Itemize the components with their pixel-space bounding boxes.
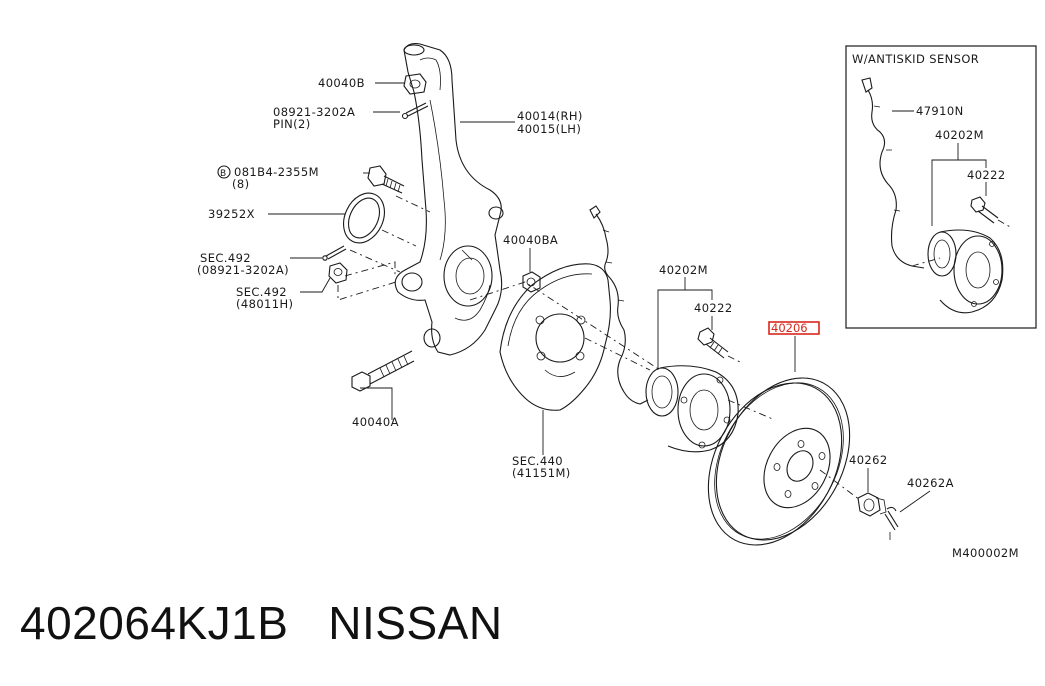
cotter-pin: [401, 102, 429, 120]
inset-label-40202m: 40202M: [935, 128, 984, 142]
label-08921-b: PIN(2): [273, 117, 311, 131]
assembly-centerlines: [337, 195, 861, 501]
bolt-type-circle-icon: [217, 165, 231, 179]
hub-bolt-40222: [697, 327, 729, 359]
cotter-pin-40262a: [884, 506, 899, 540]
bolt-40040a: [351, 350, 415, 392]
seal-ring-39252x: [343, 192, 385, 244]
label-08921-a: 08921-3202A: [273, 105, 355, 119]
label-40014: 40014(RH): [517, 109, 583, 123]
diagram-code: M400002M: [952, 546, 1019, 560]
label-40262: 40262: [849, 453, 888, 467]
label-081b4-b: (8): [232, 177, 250, 191]
antiskid-inset: W/ANTISKID SENSOR 47910N 40202M 40222: [845, 45, 1037, 329]
label-40040a: 40040A: [352, 415, 399, 429]
caption-part-number: 402064KJ1B: [20, 597, 289, 649]
brake-rotor: [707, 377, 851, 546]
dust-shield: [499, 263, 611, 411]
label-sec492b-a: SEC.492: [236, 285, 287, 299]
label-sec440-a: SEC.440: [512, 454, 563, 468]
abs-sensor-wire: [589, 205, 649, 405]
inset-label-47910n: 47910N: [916, 104, 964, 118]
label-081b4-circle: B: [220, 169, 227, 179]
nut-40040b: [403, 73, 427, 95]
highlight-box: [768, 321, 820, 335]
label-40202m: 40202M: [659, 263, 708, 277]
label-sec492a-a: SEC.492: [200, 251, 251, 265]
label-40222: 40222: [694, 301, 733, 315]
hub-assembly: [645, 365, 739, 453]
label-sec492a-b: (08921-3202A): [197, 263, 289, 277]
caption-brand: NISSAN: [328, 597, 503, 649]
label-081b4-a: 081B4-2355M: [234, 165, 319, 179]
steering-knuckle: [394, 43, 504, 356]
label-40262a: 40262A: [907, 476, 954, 490]
bolt-081b4: [367, 165, 405, 194]
label-40040ba: 40040BA: [503, 233, 558, 247]
nut-sec492: [328, 262, 348, 284]
leader-lines: [268, 82, 931, 513]
hub-nut-40262: [857, 492, 887, 517]
part-caption: 402064KJ1B NISSAN: [20, 596, 503, 650]
label-40015: 40015(LH): [517, 122, 581, 136]
label-39252x: 39252X: [208, 207, 255, 221]
nut-40040ba: [522, 271, 541, 293]
label-40040b: 40040B: [318, 76, 365, 90]
label-sec492b-b: (48011H): [236, 297, 293, 311]
label-sec440-b: (41151M): [512, 466, 571, 480]
inset-title: W/ANTISKID SENSOR: [852, 52, 979, 66]
inset-label-40222: 40222: [967, 168, 1006, 182]
pin-sec492: [322, 245, 347, 261]
label-40206-highlight: 40206: [771, 321, 808, 335]
part-labels: 40040B 08921-3202A PIN(2) 40014(RH) 4001…: [197, 76, 1019, 560]
